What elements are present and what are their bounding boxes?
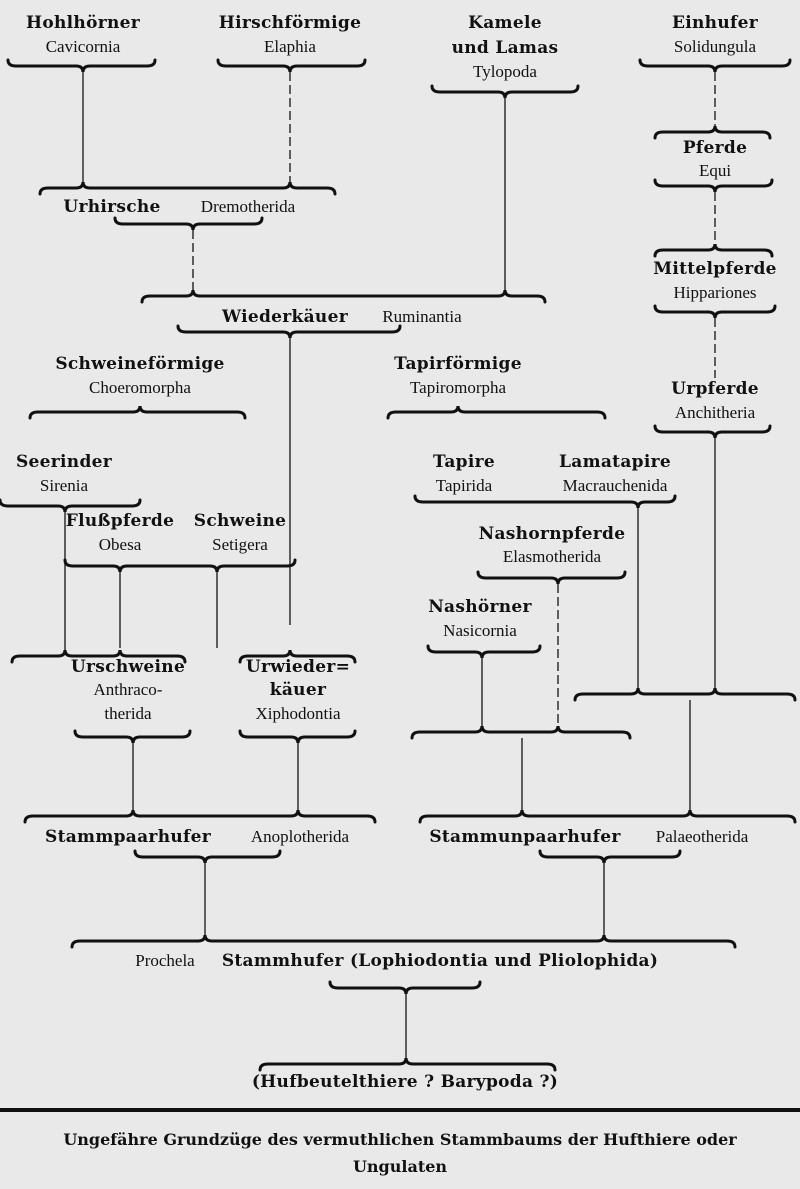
label-macrauchenida-la: Macrauchenida [563,476,668,495]
brace [73,729,192,744]
label-solidungula-la: Solidungula [674,37,757,56]
brace [386,405,607,420]
brace [176,324,402,339]
brace [238,729,357,744]
label-anthracotherida-la2: therida [104,704,152,723]
brace [653,178,774,193]
label-ruminantia-de: Wiederkäuer [221,307,349,327]
brace [653,304,777,319]
brace [638,58,792,73]
label-obesa-de: Flußpferde [66,511,174,531]
label-obesa-la: Obesa [99,535,142,554]
label-setigera-de: Schweine [194,511,286,531]
label-solidungula-de: Einhufer [672,13,759,33]
label-anoplotherida-de: Stammpaarhufer [45,827,212,847]
label-prochela-de: Stammhufer (Lophiodontia und Pliolophida… [222,951,658,971]
label-choeromorpha-la: Choeromorpha [89,378,191,397]
brace [70,934,737,949]
label-tapirida-de: Tapire [433,452,495,472]
label-anchitheria-la: Anchitheria [675,403,756,422]
brace [328,980,482,995]
label-tapirida-la: Tapirida [436,476,493,495]
brace [238,649,357,664]
brace [258,1057,557,1072]
brace [413,494,677,509]
brace [28,405,247,420]
brace [653,125,772,140]
caption-line-1: Ungefähre Grundzüge des vermuthlichen St… [63,1130,737,1149]
brace [538,849,682,864]
label-choeromorpha-de: Schweineförmige [55,354,224,374]
label-ruminantia-la: Ruminantia [382,307,462,326]
label-nasicornia-de: Nashörner [428,597,532,617]
brace [6,58,157,73]
label-anoplotherida-la: Anoplotherida [251,827,350,846]
label-prochela-la: Prochela [135,951,195,970]
label-xiphodontia-de2: käuer [270,680,327,700]
brace [653,243,774,258]
caption-divider [0,1108,800,1112]
brace [133,849,282,864]
caption-line-2: Ungulaten [353,1157,447,1176]
label-xiphodontia-la: Xiphodontia [256,704,341,723]
brace [216,58,367,73]
label-equi-la: Equi [699,161,731,180]
label-dremotherida-la: Dremotherida [201,197,296,216]
brace [426,644,542,659]
brace [113,216,264,231]
label-hippariones-de: Mittelpferde [653,259,777,279]
label-tylopoda-de1: Kamele [468,13,542,33]
brace [653,424,772,439]
label-tapiromorpha-de: Tapirförmige [394,354,522,374]
brace [63,558,297,573]
tree-branches [0,58,797,1072]
brace [476,570,627,585]
brace [418,809,797,824]
brace [430,84,580,99]
label-elaphia-de: Hirschförmige [219,13,361,33]
brace [23,809,377,824]
label-cavicornia-la: Cavicornia [46,37,121,56]
label-hippariones-la: Hippariones [673,283,756,302]
label-anthracotherida-la1: Anthraco- [94,680,163,699]
label-sirenia-la: Sirenia [40,476,89,495]
label-tapiromorpha-la: Tapiromorpha [410,378,507,397]
label-palaeotherida-de: Stammunpaarhufer [429,827,621,847]
label-cavicornia-de: Hohlhörner [26,13,141,33]
label-equi-de: Pferde [683,138,747,158]
tree-labels: Hohlhörner Cavicornia Hirschförmige Elap… [16,13,777,1092]
label-setigera-la: Setigera [212,535,268,554]
label-nasicornia-la: Nasicornia [443,621,517,640]
label-sirenia-de: Seerinder [16,452,113,472]
label-anthracotherida-de: Urschweine [71,657,185,677]
brace [10,649,187,664]
brace [410,725,632,740]
label-tylopoda-de2: und Lamas [452,38,559,58]
label-macrauchenida-de: Lamatapire [559,452,671,472]
label-elaphia-la: Elaphia [264,37,316,56]
brace [140,289,547,304]
label-tylopoda-la: Tylopoda [473,62,537,81]
brace [38,181,337,196]
label-palaeotherida-la: Palaeotherida [656,827,749,846]
label-barypoda: (Hufbeutelthiere ? Barypoda ?) [252,1072,558,1092]
label-anchitheria-de: Urpferde [671,379,759,399]
label-xiphodontia-de1: Urwieder= [246,657,350,677]
brace [573,687,797,702]
label-dremotherida-de: Urhirsche [63,197,160,217]
label-elasmotherida-de: Nashornpferde [479,524,626,544]
label-elasmotherida-la: Elasmotherida [503,547,602,566]
